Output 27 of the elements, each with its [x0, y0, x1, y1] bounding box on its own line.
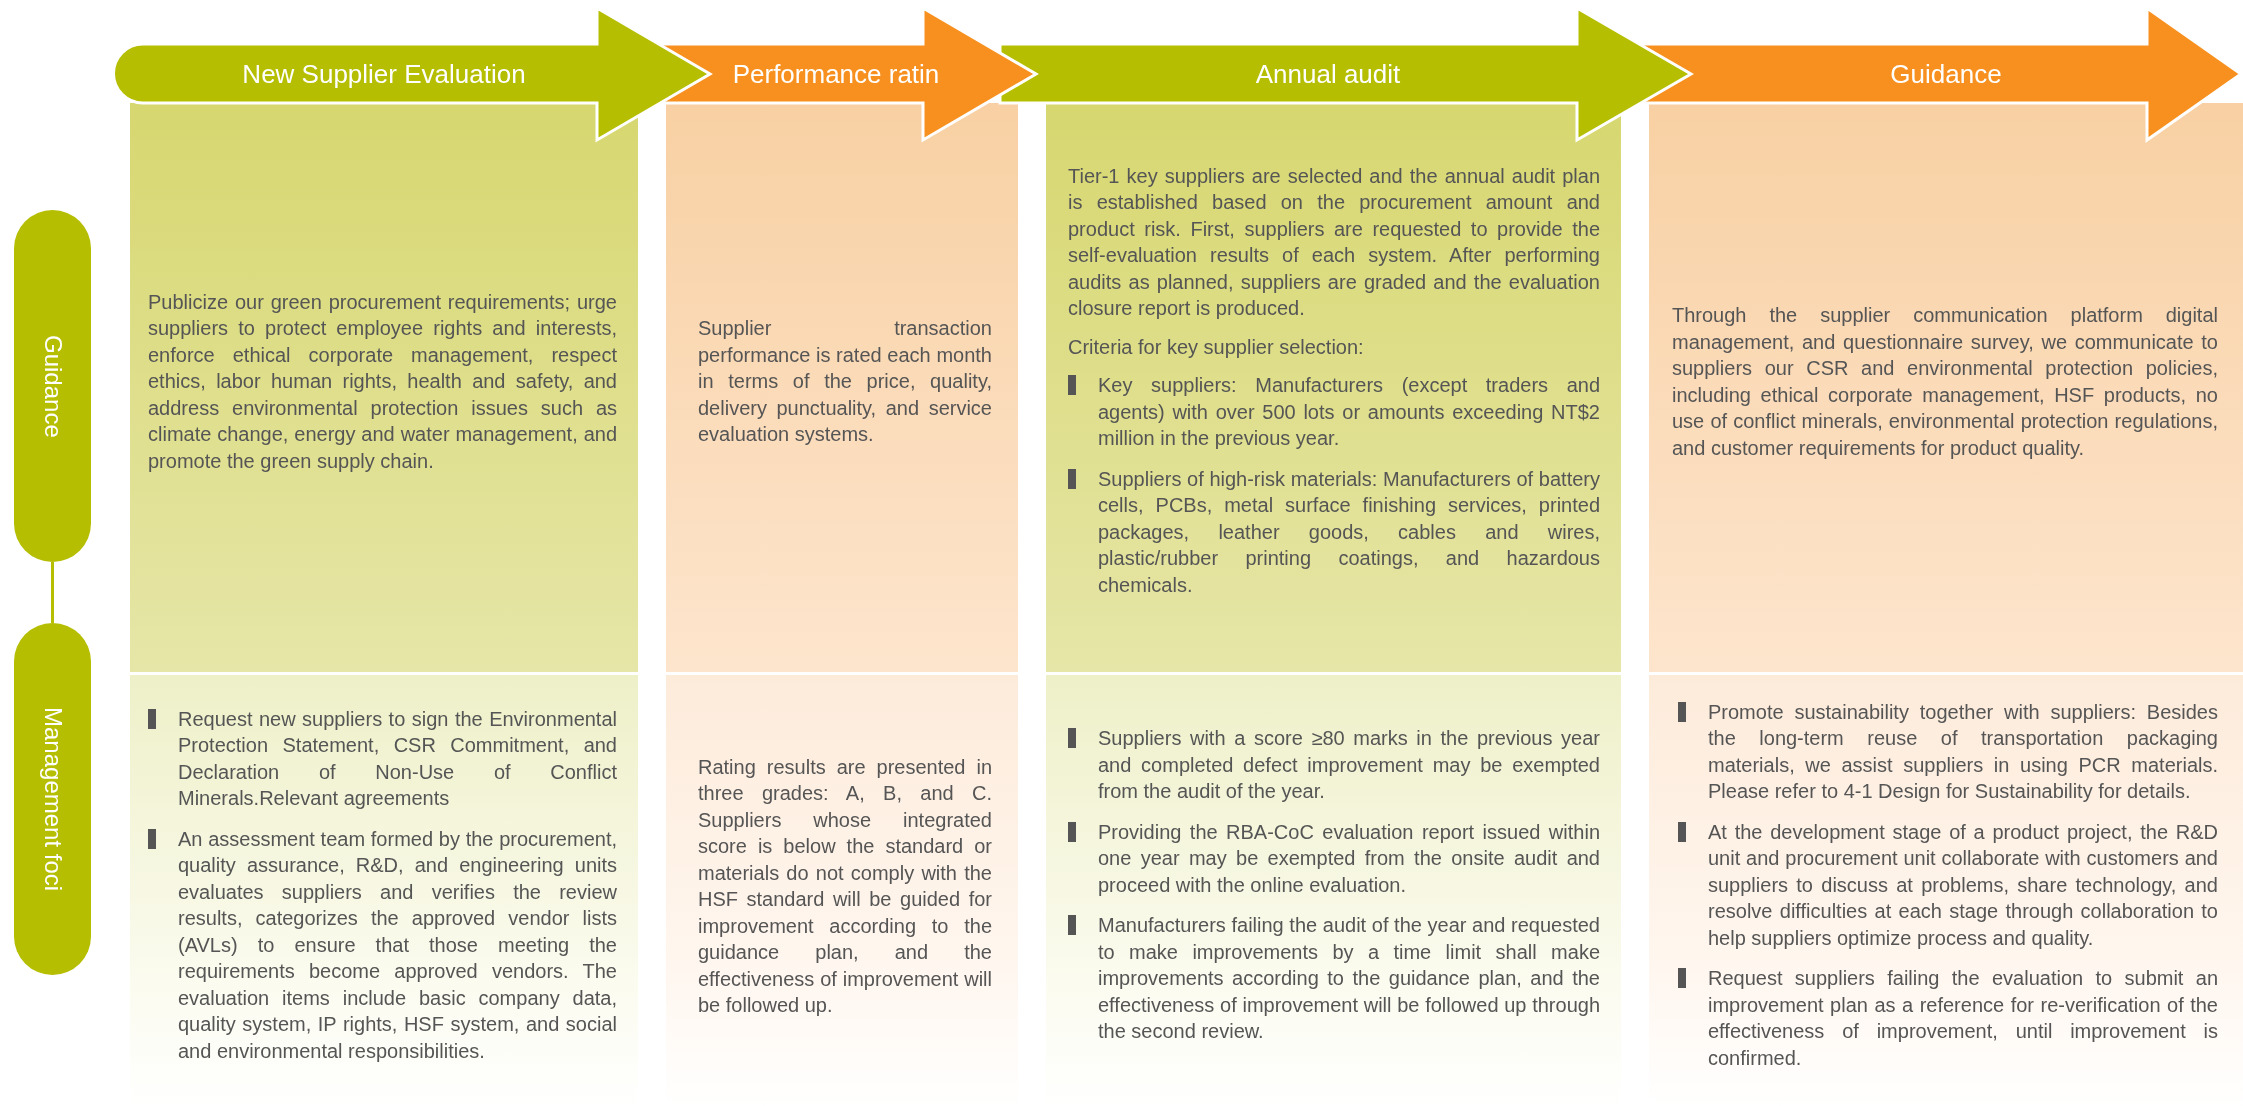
bullet-text: Key suppliers: Manufacturers (except traders and agents) with over 500 lots or amounts exceeding NT$2 million in the previous year. [1098, 373, 1600, 452]
column-panel [1649, 103, 2243, 672]
bullet-text: Request suppliers failing the evaluation to submit an improvement plan as a reference for re-verification of the effectiveness of improvement, until improvement is confirmed. [1708, 966, 2218, 1071]
paragraph: Tier-1 key suppliers are selected and the annual audit plan is established based on the procurement amount and product risk. First, suppliers are requested to provide the self-evaluation results of each system. After performing audits as planned, suppliers are graded and the evaluation closure report is produced. [1068, 163, 1600, 322]
bullet-text: Suppliers of high-risk materials: Manufacturers of battery cells, PCBs, metal surface finishing services, printed packages, leather goods, cables and wires, plastic/rubber printing coatings, and hazardous chemicals. [1098, 466, 1600, 598]
paragraph: Supplier transaction performance is rated each month in terms of the price, quality, delivery punctuality, and service evaluation systems. [698, 316, 992, 448]
paragraph: Through the supplier communication platform digital management, and questionnaire survey, we communicate to suppliers our CSR and environmental protection policies, including ethical corporate management, HSF products, no use of conflict minerals, environmental protection regulations, and customer requirements for product quality. [1672, 303, 2218, 461]
bullet-text: An assessment team formed by the procurement, quality assurance, R&D, and engineering units evaluates suppliers and verifies the review results, categorizes the approved vendor lists (AVLs) to ensure that those meeting the requirements become approved vendors. The evaluation items include basic company data, quality system, IP rights, HSF system, and social and environmental responsibilities. [178, 826, 617, 1064]
paragraph: Publicize our green procurement requirements; urge suppliers to protect employee rights and interests, enforce ethical corporate management, respect ethics, labor human rights, health and safety, and address environmental protection issues such as climate change, energy and water management, and promote the green supply chain. [148, 289, 617, 474]
column-panel [666, 103, 1018, 672]
stage-title: Annual audit [1255, 58, 1401, 89]
column-panel [130, 103, 638, 672]
stage-title: Performance ratin [732, 58, 940, 89]
stage-title: New Supplier Evaluation [242, 58, 526, 89]
connector-line [51, 562, 54, 623]
bullet-text: Providing the RBA-CoC evaluation report issued within one year may be exempted from the onsite audit and proceed with the online evaluation. [1098, 819, 1600, 898]
paragraph: Rating results are presented in three grades: A, B, and C. Suppliers whose integrated score is below the standard or materials do not comply with the HSF standard will be guided for improvement according to the guidance plan, and the effectiveness of improvement will be followed up. [698, 754, 992, 1018]
bullet-text: Promote sustainability together with suppliers: Besides the long-term reuse of transportation packaging materials, we assist suppliers in using PCR materials. Please refer to 4-1 Design for Sustainability for details. [1708, 699, 2218, 805]
paragraph: Criteria for key supplier selection: [1068, 334, 1365, 360]
bullet-text: Manufacturers failing the audit of the year and requested to make improvements by a time limit shall make improvements according to the guidance plan, and the effectiveness of improvement will be followed up through the second review. [1098, 913, 1600, 1045]
bullet-text: At the development stage of a product project, the R&D unit and procurement unit collaborate with customers and suppliers to discuss at problems, share technology, and resolve difficulties at each stage through collaboration to help suppliers optimize process and quality. [1708, 819, 2218, 951]
column-panel [1046, 103, 1621, 672]
stage-title: Guidance [1890, 58, 2002, 89]
bullet-text: Suppliers with a score ≥80 marks in the previous year and completed defect improvement may be exempted from the audit of the year. [1098, 726, 1600, 805]
row-label: Management foci [38, 706, 67, 892]
bullet-text: Request new suppliers to sign the Environmental Protection Statement, CSR Commitment, and Declaration of Non-Use of Conflict Minerals.Relevant agreements [178, 706, 617, 812]
row-label: Guidance [38, 334, 67, 438]
